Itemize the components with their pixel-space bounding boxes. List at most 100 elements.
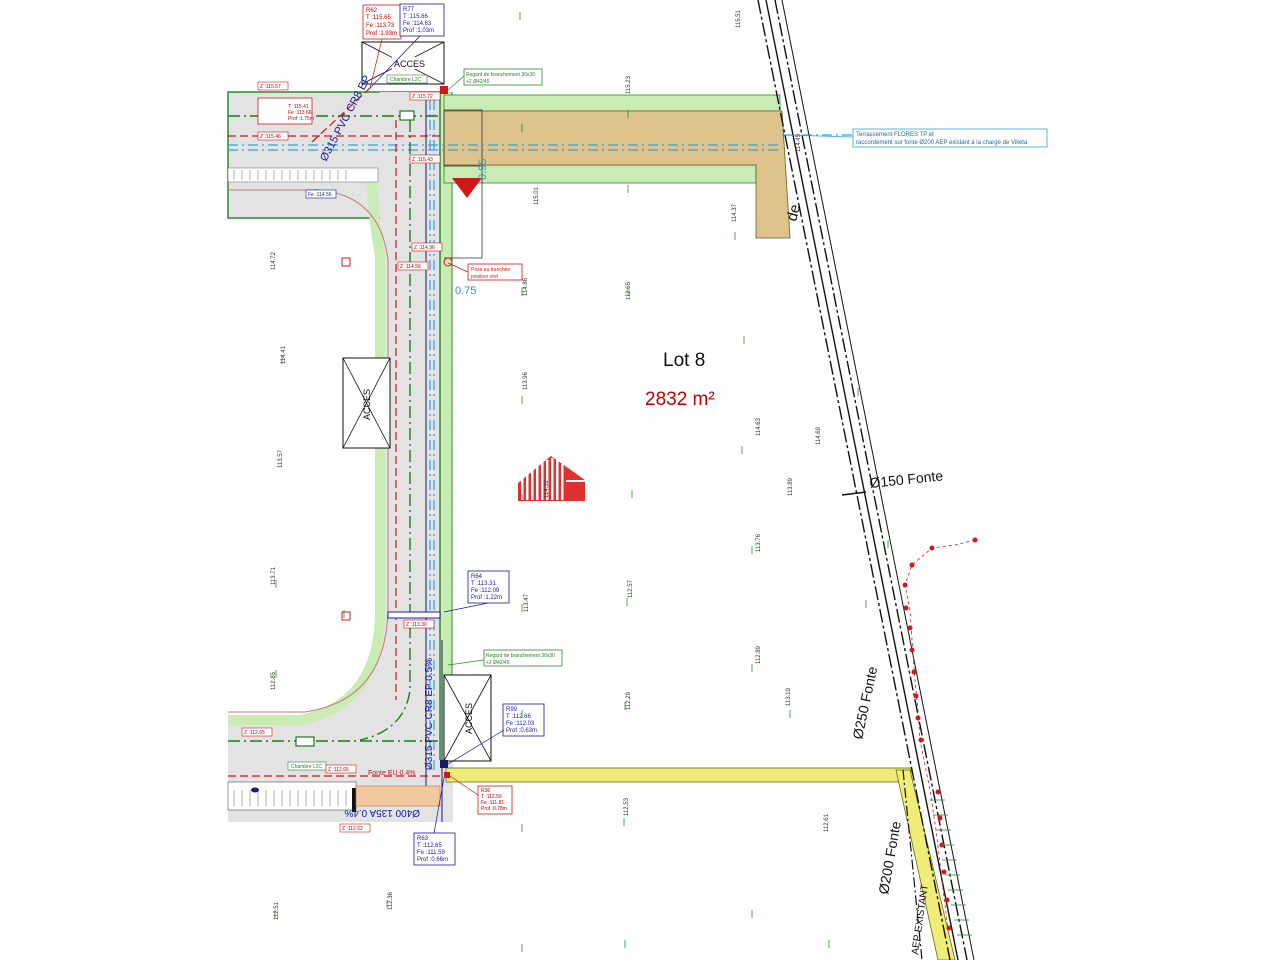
pipe-fonte-150-label: Ø150 Fonte <box>869 467 944 491</box>
callout-regard-top-line-1: Regard de branchement 30x30 <box>466 72 535 78</box>
leader-lines <box>369 35 854 834</box>
callout-terrassement[interactable]: Terrassement FLORES TP et raccordement s… <box>852 128 1048 148</box>
level-tag-text: Z :115.46 <box>260 134 281 140</box>
callout-regard-top-line-2: +2 Ø42/45 <box>466 79 490 85</box>
r62-line-1: R62 <box>366 8 378 14</box>
callout-terrassement-line-1: Terrassement FLORES TP et <box>856 132 934 138</box>
access-label-bottom: ACCES <box>464 703 474 734</box>
survey-marks <box>274 12 889 952</box>
r77-line-1: R77 <box>403 7 415 13</box>
callout-regard-bottom-line-2: +2 Ø42/45 <box>486 660 510 666</box>
pipe-pvc-bottom-label: Ø315 PVC CR8 EP 0.5% <box>424 658 435 770</box>
access-label-middle: ACCES <box>362 389 372 420</box>
green-ticks <box>930 799 972 936</box>
spot-height: 113.96 <box>523 371 529 390</box>
spot-height: 113.19 <box>786 687 792 706</box>
dimension-de: de <box>783 203 804 224</box>
callout-regard-bottom[interactable]: Regard de branchement 30x30 +2 Ø42/45 <box>483 649 563 667</box>
red-triangle-marker <box>452 178 482 198</box>
callout-terrassement-line-2: raccordement sur fonte Ø200 AEP existant… <box>856 140 1028 146</box>
spot-height: 114.72 <box>271 251 277 270</box>
company-logo-icon <box>518 456 585 501</box>
callout-regard-bottom-line-1: Regard de branchement 30x30 <box>486 653 555 659</box>
spot-height: 114.41 <box>281 345 287 364</box>
access-box-top[interactable]: ACCES <box>361 41 445 85</box>
spot-height: 113.47 <box>524 593 530 612</box>
callout-regard-top[interactable]: Regard de branchement 30x30 +2 Ø42/45 <box>463 68 543 86</box>
level-tag: Z :115.57 <box>257 81 289 91</box>
network-blue-lines <box>228 100 855 770</box>
pipe-fonte-250-label: Ø250 Fonte <box>849 665 880 741</box>
level-tag: Z :112.62 <box>339 823 371 833</box>
r99-line-3: Fe :112.03 <box>506 721 535 727</box>
spot-height: 112.85 <box>271 671 277 690</box>
spot-height: 114.45 <box>796 133 802 152</box>
regard-r64[interactable]: R64 T :113.31 Fe :112.09 Prof :1.22m <box>467 570 510 604</box>
pipe-fonte-200-label: Ø200 Fonte <box>875 820 904 896</box>
lot-area: 2832 m² <box>645 389 715 410</box>
regard-r36[interactable]: R36 T :112.59 Fe :111.81 Prof :0.78m <box>477 785 513 815</box>
level-tag: Z :112.65 <box>241 727 273 737</box>
spot-height: 112.36 <box>388 891 394 910</box>
r62-line-4: Prof :1.93m <box>366 31 397 37</box>
access-label-top: ACCES <box>394 59 425 69</box>
callout-chambre-bottom[interactable]: Chambre L2C <box>287 761 327 771</box>
hatch-strip-bottom <box>233 790 347 806</box>
r36-line-1: R36 <box>481 788 490 794</box>
r63-line-2: T :112.65 <box>417 843 442 849</box>
fonte-150-branch <box>841 491 867 496</box>
spot-height: 113.71 <box>271 566 277 585</box>
callout-chambre-bottom-text: Chambre L2C <box>291 764 323 770</box>
spot-height: 114.86 <box>523 277 529 296</box>
lot-name: Lot 8 <box>663 350 705 371</box>
r-left-line-2: Fe :113.66 <box>288 110 312 116</box>
level-tag-text: Z :115.72 <box>412 94 433 100</box>
callout-chambre-top[interactable]: Chambre L2C <box>386 74 428 84</box>
access-box-bottom[interactable]: ACCES <box>443 674 492 762</box>
dimension-075: 0.75 <box>455 285 476 297</box>
level-tag-text: Z :113.30 <box>406 622 427 628</box>
spot-height: 112.65 <box>626 281 632 300</box>
fe-tag-text: Fe :114.56 <box>308 192 332 198</box>
level-tag-text: Z :112.62 <box>342 826 363 832</box>
pipe-ua-400-label: Ø400 135A 0.4% <box>344 807 420 818</box>
level-tag-text: Z :112.65 <box>244 730 265 736</box>
r36-line-2: T :112.59 <box>481 794 502 800</box>
r77-line-3: Fe :114.63 <box>403 21 432 27</box>
regard-r77[interactable]: R77 T :115.66 Fe :114.63 Prof :1.03m <box>399 3 445 37</box>
access-box-middle[interactable]: ACCES <box>342 357 391 449</box>
road-surface <box>227 91 453 822</box>
spot-height: 113.89 <box>788 477 794 496</box>
regard-r62[interactable]: R62 T :115.65 Fe :113.73 Prof :1.93m <box>362 4 402 40</box>
spot-height: 114.32 <box>544 479 550 498</box>
spot-height: 112.29 <box>626 691 632 710</box>
spot-height: 115.01 <box>534 186 540 205</box>
r64-line-4: Prof :1.22m <box>471 595 502 601</box>
r63-line-4: Prof :0.66m <box>417 857 448 863</box>
r62-line-3: Fe :113.73 <box>366 23 395 29</box>
r77-line-4: Prof :1.03m <box>403 28 434 34</box>
r99-line-2: T :112.66 <box>506 714 531 720</box>
level-tag: Z :115.46 <box>257 131 289 141</box>
callout-pose-tranchee[interactable]: Pose au tranchée position réel <box>467 263 523 281</box>
callout-pose-line-1: Pose au tranchée <box>471 267 510 273</box>
regard-r99[interactable]: R99 T :112.66 Fe :112.03 Prof :0.63m <box>502 703 545 737</box>
network-dark-lines <box>425 100 443 822</box>
r99-line-1: R99 <box>506 707 518 713</box>
r64-line-2: T :113.31 <box>471 581 496 587</box>
r63-line-1: R63 <box>417 836 429 842</box>
spot-height: 112.53 <box>624 797 630 816</box>
dimension-095: 0.95 <box>477 159 489 180</box>
level-tag: Z :115.43 <box>409 154 441 164</box>
regard-r63[interactable]: R63 T :112.65 Fe :111.59 Prof :0.66m <box>413 832 456 866</box>
r-left-line-3: Prof :1.75m <box>288 116 314 122</box>
regard-left[interactable]: T :115.41 Fe :113.66 Prof :1.75m <box>257 97 314 125</box>
level-tag: Z :114.56 <box>397 261 429 271</box>
spot-height: 114.63 <box>756 417 762 436</box>
r64-line-3: Fe :112.09 <box>471 588 500 594</box>
black-barrier <box>352 788 356 812</box>
hatch-strip-top <box>233 170 347 180</box>
spot-height: 113.76 <box>756 533 762 552</box>
spot-heights: 114.72 113.71 112.85 114.41 113.57 114.8… <box>271 9 830 920</box>
spot-height: 112.57 <box>628 579 634 598</box>
